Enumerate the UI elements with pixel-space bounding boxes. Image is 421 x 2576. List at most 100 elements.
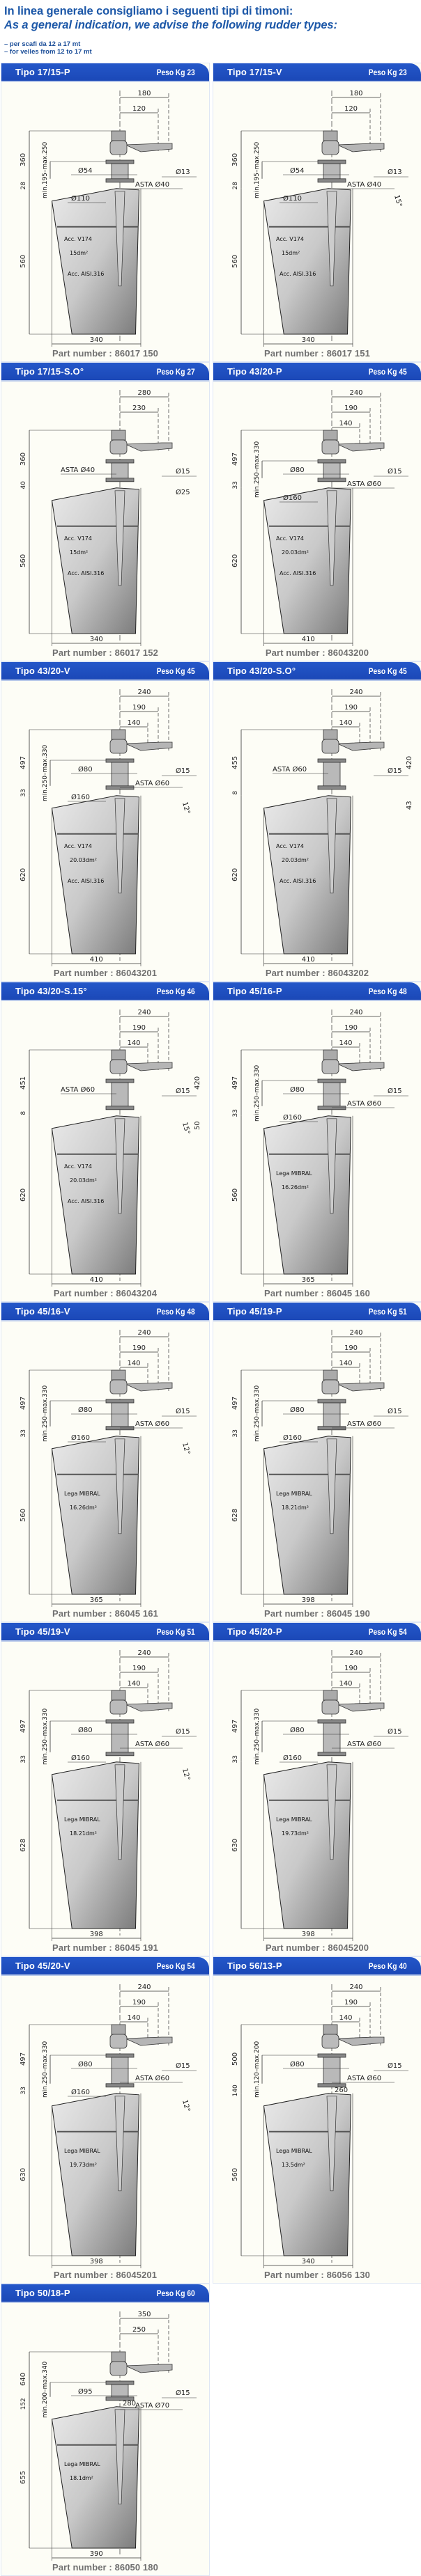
svg-text:230: 230 xyxy=(132,405,146,412)
svg-text:ASTA Ø40: ASTA Ø40 xyxy=(61,466,95,474)
part-number: Part number : 86043200 xyxy=(265,647,369,658)
part-number: Part number : 86045 191 xyxy=(52,1942,158,1953)
svg-text:620: 620 xyxy=(231,554,239,567)
svg-text:33: 33 xyxy=(20,1429,27,1437)
rudder-weight: Peso Kg 27 xyxy=(157,366,195,377)
svg-text:33: 33 xyxy=(232,1755,239,1763)
svg-text:628: 628 xyxy=(231,1509,239,1522)
svg-text:ASTA Ø60: ASTA Ø60 xyxy=(347,2074,381,2082)
rudder-weight: Peso Kg 60 xyxy=(157,2288,195,2298)
part-number: Part number : 86045201 xyxy=(53,2270,158,2280)
svg-text:Ø15: Ø15 xyxy=(176,2061,190,2070)
svg-text:Ø80: Ø80 xyxy=(290,1085,305,1094)
svg-text:190: 190 xyxy=(344,1344,358,1352)
svg-text:140: 140 xyxy=(339,2014,352,2022)
svg-text:43: 43 xyxy=(406,801,413,810)
svg-text:ASTA Ø60: ASTA Ø60 xyxy=(61,1085,95,1094)
card-header: Tipo 45/16-V Peso Kg 48 xyxy=(1,1303,209,1321)
rudder-weight: Peso Kg 45 xyxy=(369,366,407,377)
part-number: Part number : 86045 160 xyxy=(264,1288,370,1298)
svg-text:398: 398 xyxy=(90,1931,103,1938)
svg-text:min.250–max.330: min.250–max.330 xyxy=(42,1385,49,1442)
svg-text:ASTA Ø60: ASTA Ø60 xyxy=(273,765,307,773)
svg-text:360: 360 xyxy=(20,453,27,466)
svg-text:140: 140 xyxy=(127,1680,140,1688)
svg-text:33: 33 xyxy=(232,481,239,489)
svg-text:Ø95: Ø95 xyxy=(78,2387,93,2396)
svg-text:120: 120 xyxy=(132,105,146,113)
svg-text:Ø15: Ø15 xyxy=(176,1087,190,1095)
svg-text:497: 497 xyxy=(20,2052,27,2066)
rudder-type-title: Tipo 45/19-P xyxy=(227,1306,282,1317)
svg-text:Acc. AISI.316: Acc. AISI.316 xyxy=(68,878,104,884)
rudder-type-title: Tipo 45/19-V xyxy=(15,1626,70,1637)
rudder-type-title: Tipo 45/20-P xyxy=(227,1626,282,1637)
svg-text:28: 28 xyxy=(232,182,239,190)
svg-text:ASTA Ø60: ASTA Ø60 xyxy=(135,1420,169,1428)
svg-text:min.250–max.330: min.250–max.330 xyxy=(254,1709,261,1765)
rudder-weight: Peso Kg 45 xyxy=(157,666,195,676)
svg-text:240: 240 xyxy=(349,389,362,397)
svg-text:ASTA Ø40: ASTA Ø40 xyxy=(347,180,381,189)
rudder-type-title: Tipo 45/20-V xyxy=(15,1961,70,1971)
svg-text:190: 190 xyxy=(132,1665,146,1672)
svg-text:398: 398 xyxy=(302,1931,315,1938)
svg-text:365: 365 xyxy=(90,1596,103,1604)
svg-text:Ø13: Ø13 xyxy=(388,168,402,176)
svg-text:Lega MIBRAL: Lega MIBRAL xyxy=(276,1491,312,1497)
svg-text:ASTA Ø60: ASTA Ø60 xyxy=(347,1099,381,1108)
svg-text:Lega MIBRAL: Lega MIBRAL xyxy=(64,1816,100,1823)
svg-text:Ø15: Ø15 xyxy=(388,467,402,476)
svg-text:180: 180 xyxy=(137,90,151,97)
svg-text:560: 560 xyxy=(231,255,239,268)
svg-text:20.03dm²: 20.03dm² xyxy=(70,857,97,863)
svg-text:190: 190 xyxy=(132,1344,146,1352)
svg-text:Ø160: Ø160 xyxy=(71,1434,90,1442)
svg-text:16.26dm²: 16.26dm² xyxy=(282,1184,309,1191)
svg-text:497: 497 xyxy=(231,1720,239,1733)
svg-text:Acc. V174: Acc. V174 xyxy=(64,236,92,242)
svg-text:ASTA Ø60: ASTA Ø60 xyxy=(135,1740,169,1748)
svg-text:140: 140 xyxy=(339,1039,352,1047)
rudder-type-title: Tipo 17/15-V xyxy=(227,67,282,77)
svg-text:33: 33 xyxy=(20,2087,27,2094)
svg-text:min.195–max.250: min.195–max.250 xyxy=(42,142,49,198)
rudder-type-title: Tipo 50/18-P xyxy=(15,2288,70,2298)
svg-text:Lega MIBRAL: Lega MIBRAL xyxy=(64,2148,100,2154)
svg-text:Ø15: Ø15 xyxy=(176,767,190,775)
card-header: Tipo 43/20-S.O° Peso Kg 45 xyxy=(213,662,421,681)
card-header: Tipo 45/19-V Peso Kg 51 xyxy=(1,1623,209,1642)
rudder-weight: Peso Kg 48 xyxy=(157,1306,195,1317)
svg-text:410: 410 xyxy=(90,1276,103,1284)
svg-text:240: 240 xyxy=(349,1649,362,1657)
card-header: Tipo 43/20-V Peso Kg 45 xyxy=(1,662,209,681)
svg-text:260: 260 xyxy=(335,2087,348,2094)
intro: In linea generale consigliamo i seguenti… xyxy=(0,0,421,56)
notes: – per scafi da 12 a 17 mt – for velles f… xyxy=(4,40,417,56)
svg-text:240: 240 xyxy=(349,1329,362,1337)
svg-text:ASTA Ø60: ASTA Ø60 xyxy=(135,779,169,787)
svg-text:410: 410 xyxy=(302,636,315,643)
svg-text:33: 33 xyxy=(232,1109,239,1117)
svg-text:Acc. AISI.316: Acc. AISI.316 xyxy=(280,570,316,576)
svg-text:280: 280 xyxy=(123,2400,136,2408)
svg-text:Acc. V174: Acc. V174 xyxy=(276,843,304,849)
svg-text:Ø15: Ø15 xyxy=(176,1407,190,1415)
svg-text:420: 420 xyxy=(194,1076,201,1090)
rudder-weight: Peso Kg 23 xyxy=(157,67,195,77)
svg-text:620: 620 xyxy=(231,868,239,881)
svg-text:398: 398 xyxy=(302,1596,315,1604)
svg-text:Ø80: Ø80 xyxy=(290,1406,305,1414)
svg-text:Ø80: Ø80 xyxy=(290,466,305,474)
svg-text:455: 455 xyxy=(231,756,239,769)
